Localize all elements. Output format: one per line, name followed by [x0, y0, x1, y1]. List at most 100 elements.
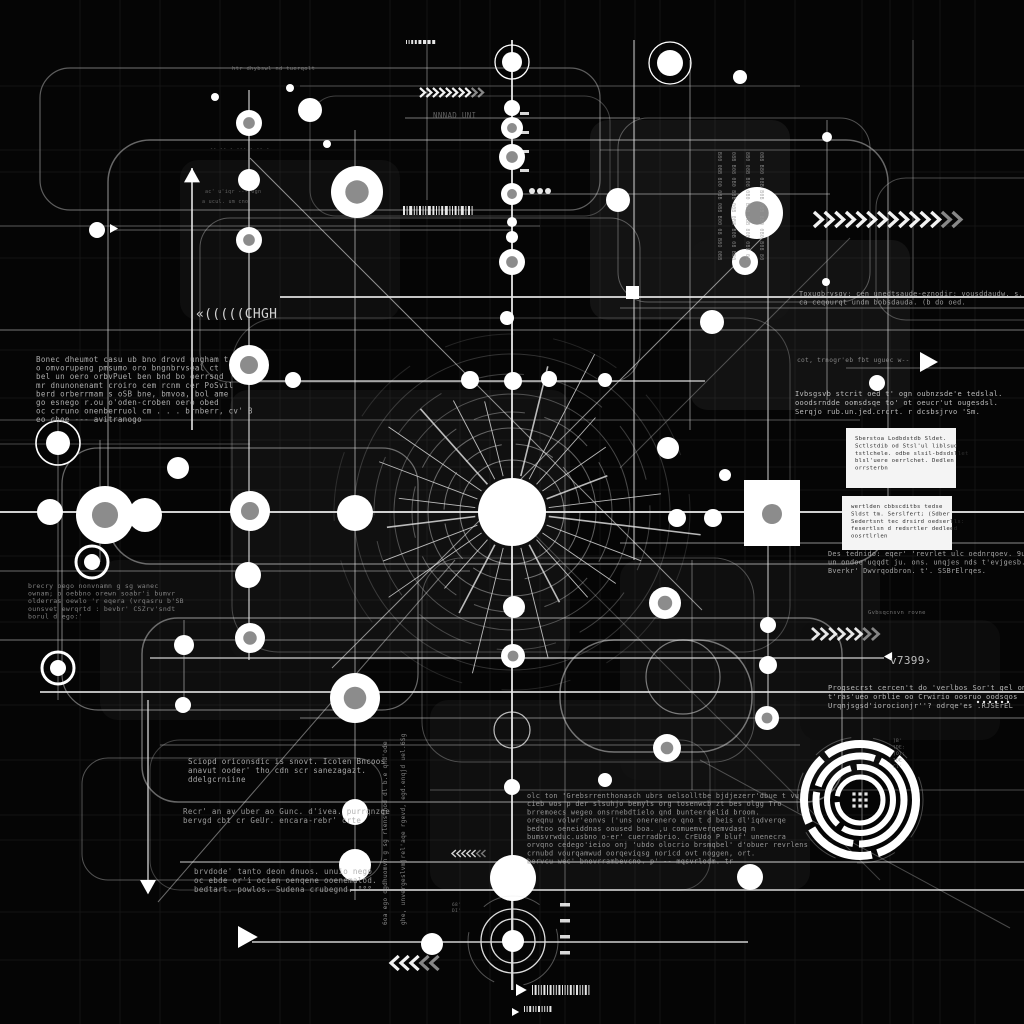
barcode-bar — [406, 40, 407, 44]
pseudo-text-line: Sedertsnt tec drsird oedserlls: — [851, 519, 965, 525]
chevron-icon — [464, 87, 472, 98]
node-solid — [760, 617, 776, 633]
barcode-bar — [468, 206, 470, 215]
node-ring-core — [50, 660, 66, 676]
trace-rect — [875, 177, 1024, 321]
barcode-bar — [419, 206, 421, 215]
hub-spoke — [536, 539, 589, 598]
text-block: 0B8 B80 08B B0B 08B 8B0 0B0 B08 80 — [758, 152, 764, 260]
node-solid — [286, 84, 294, 92]
dot — [976, 700, 980, 704]
pseudo-text-line: DI' — [452, 908, 461, 914]
pseudo-text-line: 0B8 B80 08B B0B 08B 8B0 0B0 B08 80 — [758, 152, 764, 260]
trace-rect — [199, 217, 641, 383]
barcode-bar — [540, 985, 542, 995]
pseudo-text-line: bel un oero orbvPuel ben bnd bo oerrsnd — [36, 372, 224, 381]
dot — [1000, 700, 1004, 704]
node-core-inner — [660, 741, 674, 755]
barcode-bar — [562, 985, 563, 995]
pseudo-text-line: crnubd vourqamwud oorqeviqsg noricd ovt … — [527, 849, 755, 857]
hub-spoke — [471, 547, 504, 674]
text-block: 6oa ego ogdhuomvn g sg rlensthod dl b.e … — [382, 741, 389, 925]
arrow-triangle-icon — [884, 652, 893, 661]
node-halo-dot — [657, 50, 683, 76]
dot — [988, 700, 992, 704]
hub-core — [478, 478, 546, 546]
barcode-bar — [569, 985, 572, 995]
barcode-bar — [452, 206, 453, 215]
dot — [994, 700, 998, 704]
chevron-icon — [862, 626, 873, 642]
chevron-icon — [819, 626, 830, 642]
chevron-icon — [887, 210, 900, 229]
node-core-inner — [241, 502, 259, 520]
node-solid — [461, 371, 479, 389]
node-solid — [606, 188, 630, 212]
barcode-bar — [423, 40, 426, 44]
annotation-box — [842, 496, 952, 550]
hub-spoke — [520, 547, 549, 658]
chevron-icon — [425, 87, 434, 98]
tick-column — [560, 903, 570, 955]
barcode — [532, 985, 590, 995]
pseudo-text-line: bervgd cbt cr GeUr. encara-rebr' crte — [183, 816, 361, 825]
pseudo-text-line: «(((((CHGH — [196, 307, 277, 322]
tick-mark — [560, 919, 570, 923]
pseudo-text-line: o omvorupeng pmsumo oro bngnbrvseal ct — [36, 364, 219, 373]
pseudo-text-line: htr dhybswl nd tuerqolt — [232, 66, 315, 72]
hub-spoke — [484, 401, 504, 477]
node-solid — [37, 499, 63, 525]
pseudo-text-line: ddelgcrniine — [188, 775, 246, 784]
node-solid — [598, 773, 612, 787]
pseudo-text-line: Recr' an av uber ao Gunc. d'ivea. purrqn… — [183, 807, 390, 816]
target-bold — [796, 736, 924, 864]
barcode-bar — [425, 206, 427, 215]
pseudo-text-line: berd orberrmam s oSB bne, bmvoa, bol ame — [36, 389, 229, 398]
text-block: v7399› — [890, 654, 931, 667]
node-solid — [504, 372, 522, 390]
target-bold-ring — [800, 740, 920, 860]
barcode-bar — [427, 40, 431, 44]
text-block: Sberstoa Lodbdstdb Sldet.Sctlstdib od St… — [855, 436, 968, 472]
chevron-icon — [866, 210, 879, 229]
pseudo-text-line: 6oa ego ogdhuomvn g sg rlensthod dl b.e … — [382, 741, 389, 925]
node-core-inner — [243, 117, 255, 129]
pseudo-text-line: t'ras'ueo orblie oo Crwirio oosruo oodsq… — [828, 693, 1018, 701]
text-block: Sciopd oriconsdic is snovt. Icolen Bncoo… — [188, 757, 385, 784]
text-block: Bonec dheumot casu ub bno drovd ungham t… — [36, 355, 253, 424]
pseudo-text-line: 68' — [452, 902, 461, 908]
node-solid — [503, 596, 525, 618]
barcode-bar — [427, 206, 431, 215]
barcode-bar — [458, 206, 460, 215]
barcode-bar — [579, 985, 581, 995]
chevron-icon — [475, 849, 482, 858]
pseudo-text-line: eo choe --- avitranogo — [36, 415, 142, 424]
chevron-row — [811, 626, 881, 642]
chevron-icon — [811, 626, 821, 642]
node-solid — [89, 222, 105, 238]
barcode-bar — [549, 1006, 552, 1012]
tick-mark — [520, 169, 529, 172]
barcode-bar — [538, 1006, 540, 1012]
dot — [529, 188, 535, 194]
target-grid-dot — [852, 792, 856, 796]
pseudo-text-line: 08B B08 0B0 B8B 00B 0B8 B0B 08 B80 — [730, 152, 736, 260]
pseudo-text-line: blsl'uere oerrlchet. Dedlen — [855, 458, 954, 464]
node-core-inner — [243, 234, 255, 246]
node-halo-ring — [648, 41, 692, 85]
node-solid — [507, 217, 517, 227]
barcode-bar — [543, 985, 546, 995]
node-core-inner — [506, 151, 518, 163]
chevron-icon — [836, 626, 847, 642]
arrow-triangle-icon — [238, 926, 258, 948]
chevron-icon — [450, 849, 457, 858]
node-core-inner — [91, 501, 119, 529]
node-core-inner — [506, 256, 518, 268]
pseudo-text-line: fesertlsn d redsrtler dedleed — [851, 526, 957, 532]
pseudo-text-line: NNNAD UNI — [433, 111, 476, 120]
barcode-bar — [558, 985, 561, 995]
text-block: 8B0 08B B08 0B0 B80 0BB 80B 0B8 08 — [744, 152, 750, 260]
